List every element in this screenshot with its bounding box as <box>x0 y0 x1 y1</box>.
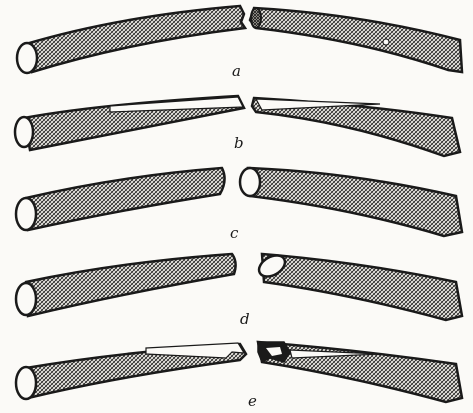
row-e-left-end <box>16 367 36 399</box>
row-c-right-end <box>240 168 260 196</box>
row-c-left-end <box>16 198 36 230</box>
row-d-right-fragment <box>262 254 462 320</box>
row-a-left-end <box>17 43 37 73</box>
row-b-left-end <box>15 117 33 147</box>
row-c-right-fragment <box>248 168 462 236</box>
row-a-nutrient-foramen <box>383 39 389 45</box>
row-a-right-end <box>251 8 261 28</box>
row-d-left-end <box>16 283 36 315</box>
row-d-left-fragment <box>26 254 236 316</box>
row-a-right-fragment <box>250 8 462 72</box>
row-a-label: a <box>232 64 241 79</box>
row-e-diagram <box>16 342 462 402</box>
row-d-label: d <box>240 312 250 327</box>
row-c-label: c <box>230 226 238 241</box>
row-a-left-fragment <box>26 6 245 72</box>
row-c-diagram <box>16 168 462 236</box>
row-b-label: b <box>234 136 244 151</box>
row-d-diagram <box>16 251 462 320</box>
row-e-label: e <box>248 394 257 409</box>
row-c-left-fragment <box>26 168 225 230</box>
